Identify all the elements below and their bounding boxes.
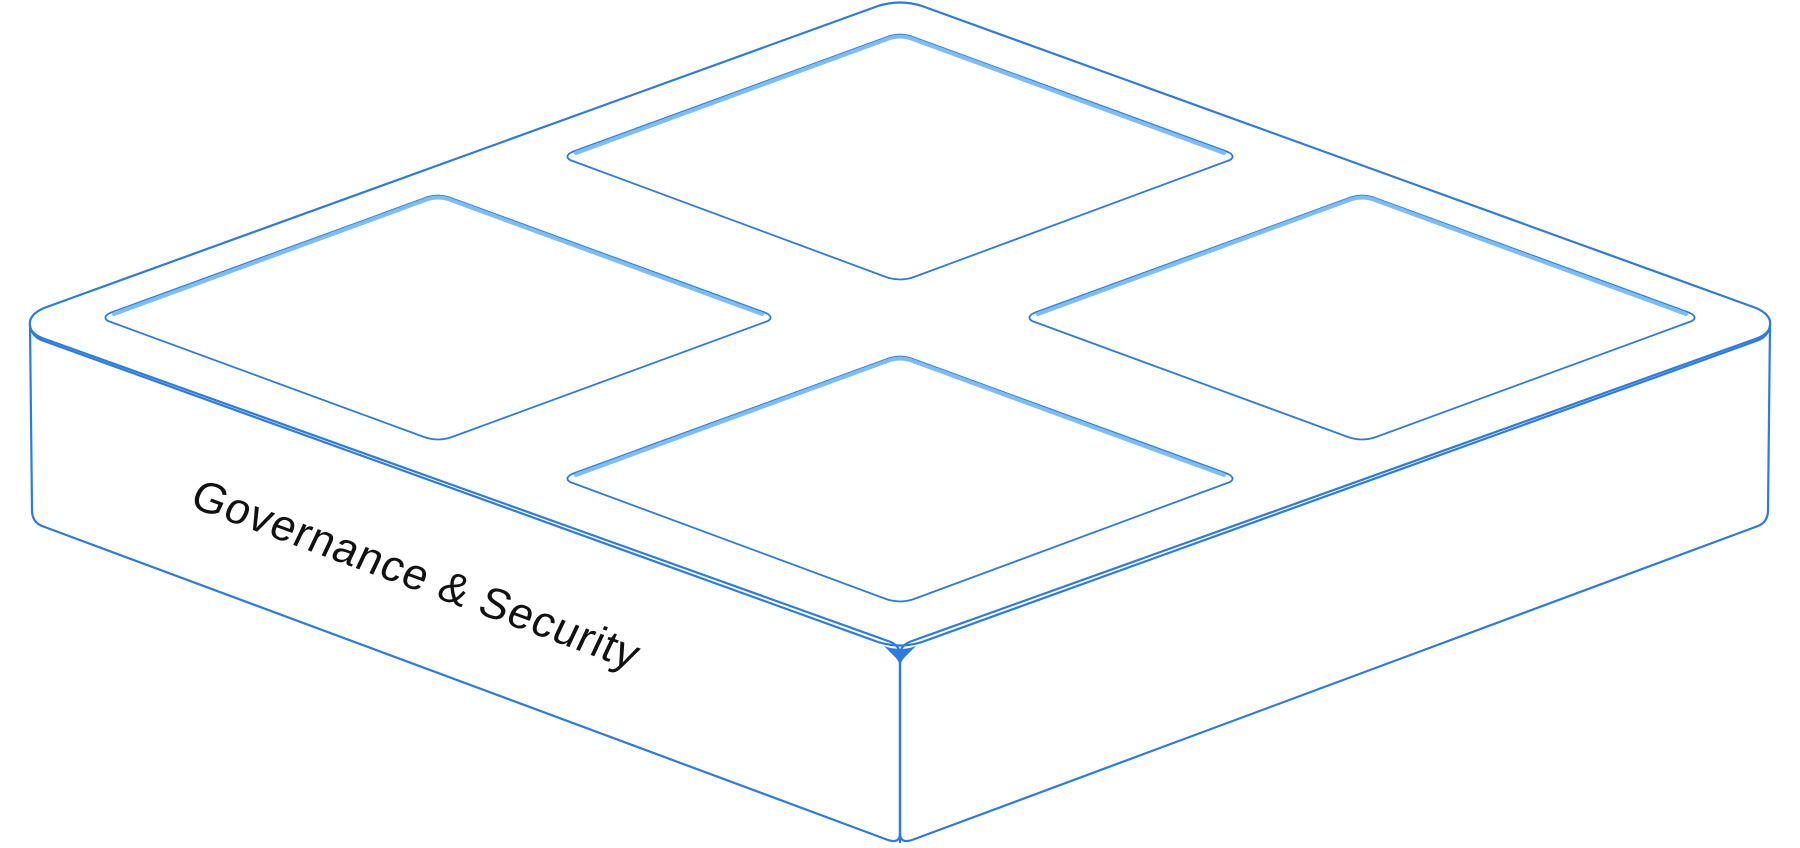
- corner-notch: [884, 646, 916, 668]
- tile-right: [1028, 194, 1696, 441]
- tile-bottom: [566, 355, 1234, 603]
- platform-label: Governance & Security: [184, 471, 649, 680]
- tile-left: [104, 194, 772, 441]
- platform-top-face: [28, 1, 1772, 647]
- tile-top: [566, 33, 1234, 281]
- platform-right-face: [898, 323, 1772, 843]
